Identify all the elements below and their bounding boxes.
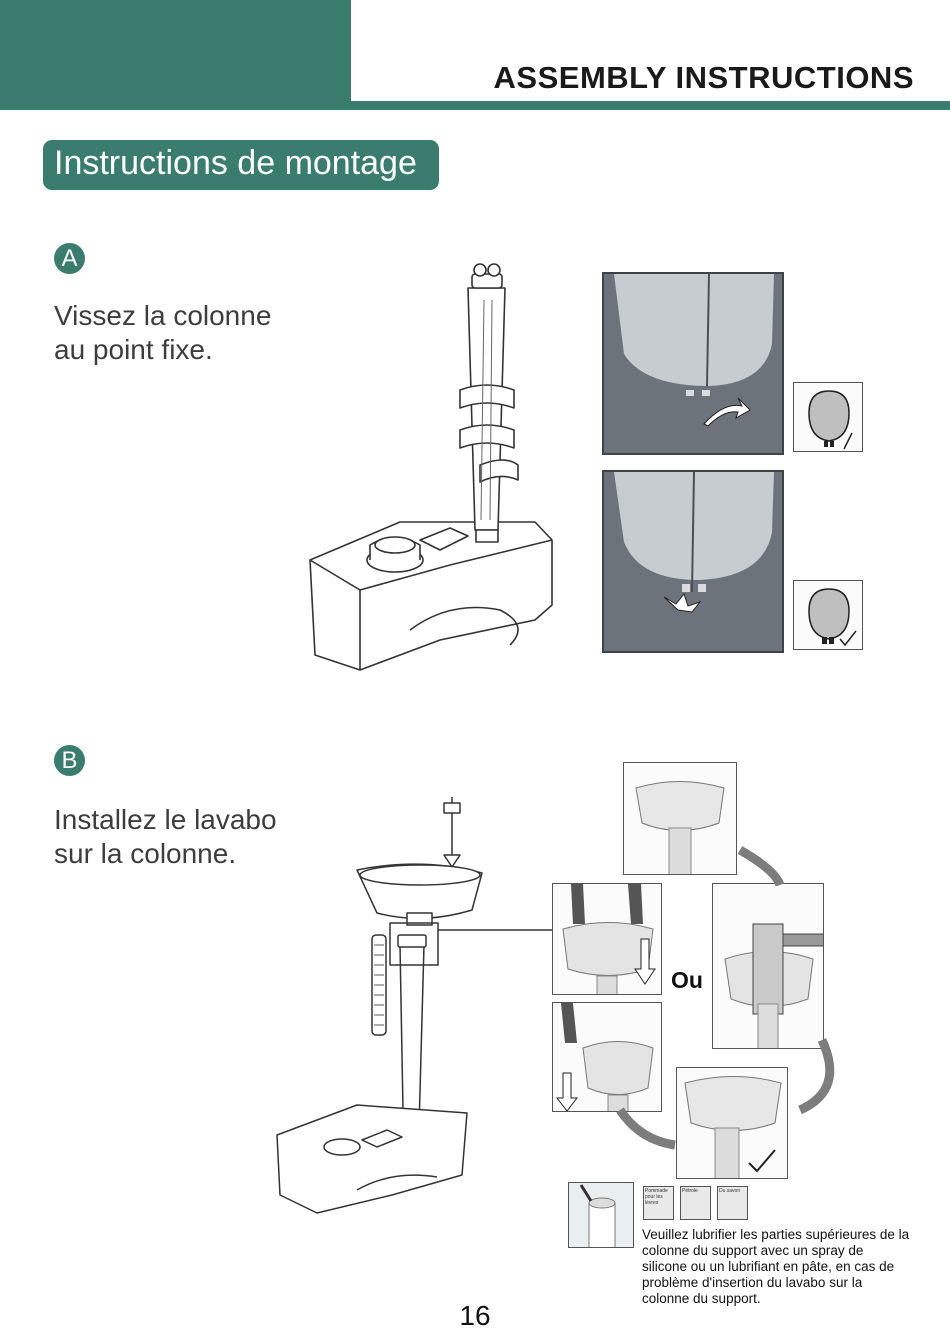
step-b-line-2: sur la colonne. bbox=[54, 838, 237, 869]
header-accent-block bbox=[0, 0, 351, 110]
step-a-photo-after bbox=[602, 470, 784, 653]
or-label: Ou bbox=[671, 967, 703, 993]
step-b-instruction: Installez le lavabo sur la colonne. bbox=[54, 803, 314, 871]
step-b-badge: B bbox=[54, 745, 85, 776]
section-title: Instructions de montage bbox=[43, 140, 439, 190]
lube-option-petroleum: Pétrole bbox=[680, 1186, 711, 1220]
page-number: 16 bbox=[459, 1300, 491, 1331]
step-a-instruction: Vissez la colonne au point fixe. bbox=[54, 299, 314, 367]
step-b-photo-push-1 bbox=[552, 883, 662, 995]
lube-option-lip-balm: Pommade pour les lèvres bbox=[643, 1186, 674, 1220]
step-a-badge: A bbox=[54, 243, 85, 274]
tank-column-illustration bbox=[309, 263, 553, 671]
header-rule bbox=[351, 101, 950, 110]
page-title: ASSEMBLY INSTRUCTIONS bbox=[493, 60, 914, 95]
step-a-photo-before bbox=[602, 272, 784, 455]
step-b-photo-push-2 bbox=[552, 1002, 662, 1112]
lube-instruction-note: Veuillez lubrifier les parties supérieur… bbox=[642, 1227, 910, 1306]
lube-option-soap: Du savon bbox=[717, 1186, 748, 1220]
step-a-diagram-before bbox=[793, 382, 863, 452]
step-a-line-2: au point fixe. bbox=[54, 334, 213, 365]
step-b-photo-installed-top bbox=[623, 762, 737, 875]
basin-assembly-illustration bbox=[276, 797, 552, 1214]
step-b-photo-final bbox=[676, 1067, 788, 1179]
step-b-photo-mallet bbox=[712, 883, 824, 1049]
lube-column-photo bbox=[568, 1182, 634, 1248]
step-b-line-1: Installez le lavabo bbox=[54, 804, 277, 835]
step-a-diagram-after bbox=[793, 580, 863, 650]
step-a-line-1: Vissez la colonne bbox=[54, 300, 272, 331]
flow-arrows bbox=[616, 846, 835, 1150]
